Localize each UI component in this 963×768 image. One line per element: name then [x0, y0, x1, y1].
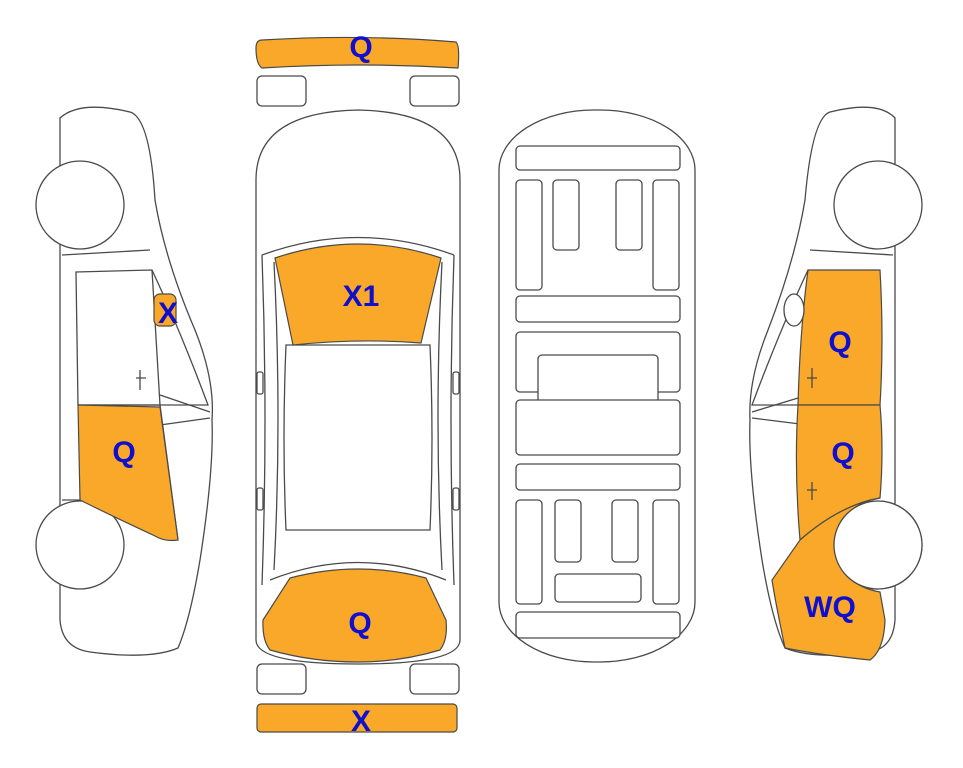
windshield-panel[interactable] [274, 243, 442, 346]
rear-window-code: Q [348, 607, 371, 640]
left-mirror-panel[interactable] [153, 293, 177, 327]
left-side-view [35, 106, 214, 656]
front-right-headlight [409, 75, 460, 107]
front-left-headlight [256, 75, 307, 107]
top-view-car [255, 109, 461, 665]
rear-left-taillight [256, 663, 307, 695]
windshield-code: X1 [343, 280, 380, 313]
right-rear-quarter-code: WQ [804, 591, 856, 624]
left-rear-door-panel[interactable] [77, 404, 179, 542]
right-front-door-code: Q [828, 326, 851, 359]
front-bumper-code: Q [349, 31, 372, 64]
front-bumper-panel[interactable] [255, 36, 460, 69]
right-rear-wheel [833, 500, 923, 590]
left-mirror-code: X [158, 297, 178, 330]
right-mirror [783, 293, 805, 327]
rear-window-panel[interactable] [262, 568, 447, 663]
rear-bumper-panel[interactable] [256, 703, 458, 733]
rear-right-taillight [409, 663, 460, 695]
right-rear-door-code: Q [831, 437, 854, 470]
right-door-handle-rear [807, 482, 817, 500]
right-door-handle-front [807, 368, 817, 388]
right-rear-quarter-panel[interactable] [771, 497, 886, 661]
underbody-view [498, 109, 696, 663]
rear-bumper-code: X [351, 705, 371, 738]
left-rear-door-code: Q [112, 436, 135, 469]
